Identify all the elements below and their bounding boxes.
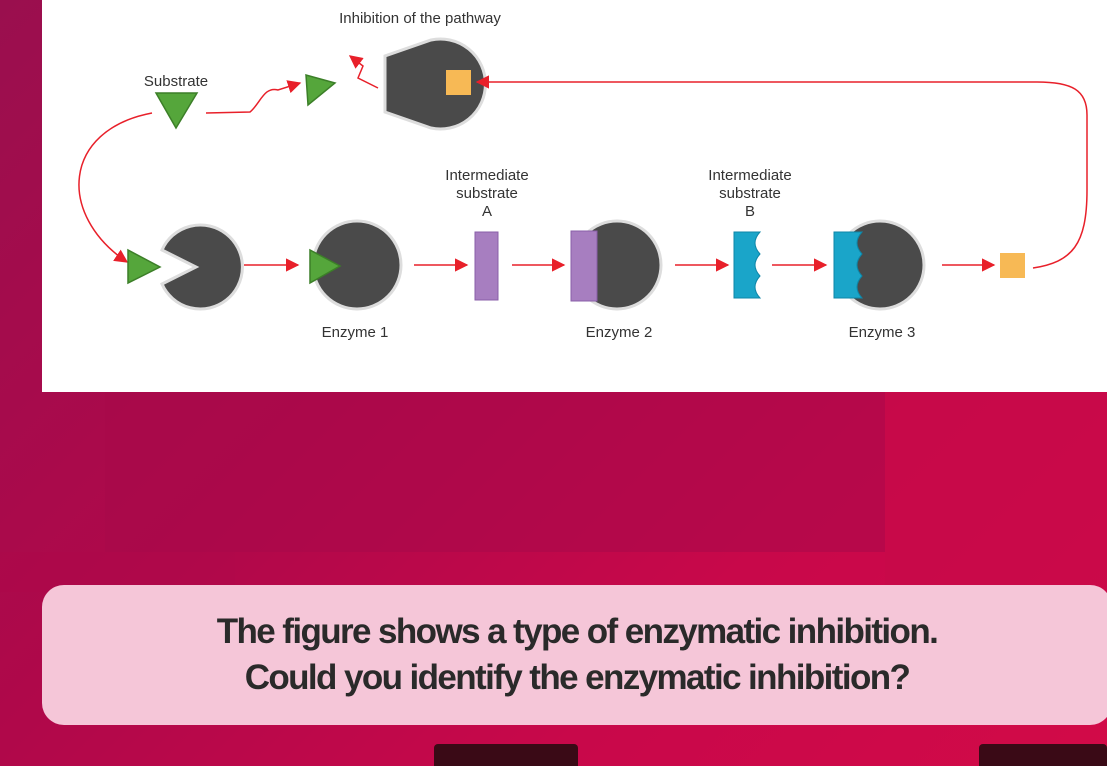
question-box: The figure shows a type of enzymatic inh… xyxy=(42,585,1107,725)
enzyme2-label: Enzyme 2 xyxy=(586,324,653,341)
blocked-substrate-triangle xyxy=(305,73,337,107)
final-product-square xyxy=(1000,253,1025,278)
intermediate-a-line2: substrate xyxy=(456,185,518,202)
enzyme2-bound-a xyxy=(570,230,598,302)
enzyme1-empty xyxy=(160,223,244,311)
bottom-tab-right xyxy=(979,744,1107,766)
diagram-canvas: Inhibition of the pathway Substrate Enzy… xyxy=(78,10,1088,341)
enzyme3-bound-b xyxy=(833,231,864,299)
intermediate-b-shape xyxy=(733,231,762,299)
inhibition-label: Inhibition of the pathway xyxy=(339,10,501,27)
intermediate-a-line1: Intermediate xyxy=(445,167,528,184)
feedback-inhibition-diagram: Inhibition of the pathway Substrate Enzy… xyxy=(42,0,1107,392)
intermediate-b-line1: Intermediate xyxy=(708,167,791,184)
substrate-label: Substrate xyxy=(144,73,208,90)
product-inhibitor-square xyxy=(446,70,471,95)
intermediate-a-line3: A xyxy=(482,203,492,220)
intermediate-b-line3: B xyxy=(745,203,755,220)
bottom-tab-left xyxy=(434,744,578,766)
question-line-1: The figure shows a type of enzymatic inh… xyxy=(216,612,939,651)
arrow-substrate-to-enzyme1 xyxy=(78,112,153,263)
enzyme3-label: Enzyme 3 xyxy=(849,324,916,341)
substrate-triangle xyxy=(154,92,199,130)
inhibited-enzyme xyxy=(383,37,487,131)
enzyme1-label: Enzyme 1 xyxy=(322,324,389,341)
arrow-substrate-to-blocked xyxy=(205,80,302,114)
enzyme1-substrate xyxy=(309,248,342,285)
feedback-arrow xyxy=(475,75,1088,269)
intermediate-a-bar xyxy=(474,231,499,301)
question-line-2: Could you identify the enzymatic inhibit… xyxy=(244,658,911,697)
substrate-entering xyxy=(127,248,162,285)
intermediate-b-line2: substrate xyxy=(719,185,781,202)
rejection-arrow xyxy=(348,55,379,89)
